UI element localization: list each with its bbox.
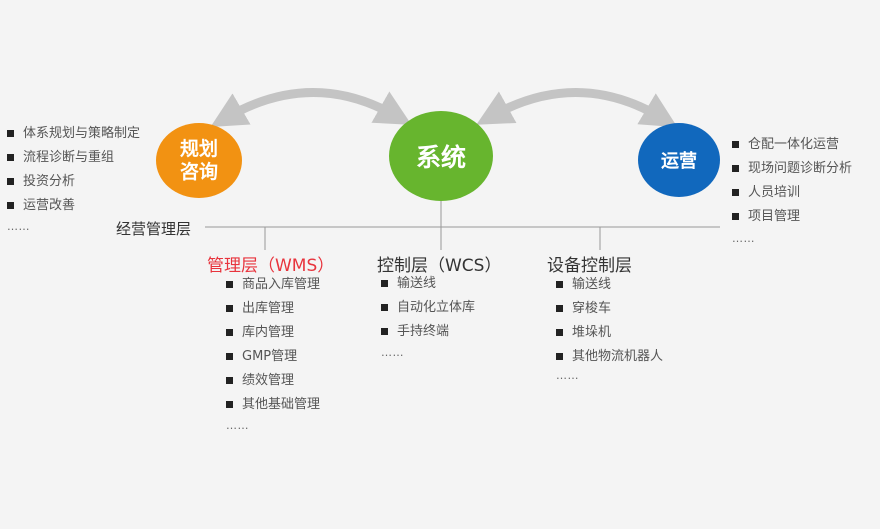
list-item: 其他基础管理 — [226, 393, 320, 417]
list-item: 绩效管理 — [226, 369, 320, 393]
list-item: 项目管理 — [732, 205, 852, 229]
business-layer-label: 经营管理层 — [116, 220, 192, 238]
list-item: GMP管理 — [226, 345, 320, 369]
list-item: 商品入库管理 — [226, 273, 320, 297]
wms-list: 商品入库管理 出库管理 库内管理 GMP管理 绩效管理 其他基础管理 — [226, 273, 320, 417]
list-item: 投资分析 — [7, 170, 140, 194]
layer-title-wcs: 控制层（WCS） — [377, 256, 502, 276]
device-more: …… — [556, 369, 579, 382]
consult-list: 体系规划与策略制定 流程诊断与重组 投资分析 运营改善 — [7, 122, 140, 218]
arrow-consult-system — [210, 88, 412, 128]
list-item: 现场问题诊断分析 — [732, 157, 852, 181]
wcs-more: …… — [381, 346, 404, 359]
wcs-list: 输送线 自动化立体库 手持终端 — [381, 272, 475, 344]
list-item: 体系规划与策略制定 — [7, 122, 140, 146]
device-list: 输送线 穿梭车 堆垛机 其他物流机器人 — [556, 273, 663, 369]
layer-title-device: 设备控制层 — [547, 256, 632, 276]
list-item: 自动化立体库 — [381, 296, 475, 320]
operation-node: 运营 — [638, 123, 720, 197]
list-item: 仓配一体化运营 — [732, 133, 852, 157]
list-item: 输送线 — [381, 272, 475, 296]
list-item: 穿梭车 — [556, 297, 663, 321]
operation-more: …… — [732, 232, 755, 245]
list-item: 手持终端 — [381, 320, 475, 344]
arrow-system-operation — [476, 88, 678, 128]
system-node: 系统 — [389, 111, 493, 201]
consult-node: 规划 咨询 — [156, 123, 242, 198]
list-item: 输送线 — [556, 273, 663, 297]
list-item: 其他物流机器人 — [556, 345, 663, 369]
list-item: 人员培训 — [732, 181, 852, 205]
list-item: 库内管理 — [226, 321, 320, 345]
list-item: 运营改善 — [7, 194, 140, 218]
layer-title-wms: 管理层（WMS） — [207, 256, 335, 276]
list-item: 堆垛机 — [556, 321, 663, 345]
list-item: 出库管理 — [226, 297, 320, 321]
consult-more: …… — [7, 220, 30, 233]
operation-list: 仓配一体化运营 现场问题诊断分析 人员培训 项目管理 — [732, 133, 852, 229]
wms-more: …… — [226, 419, 249, 432]
list-item: 流程诊断与重组 — [7, 146, 140, 170]
